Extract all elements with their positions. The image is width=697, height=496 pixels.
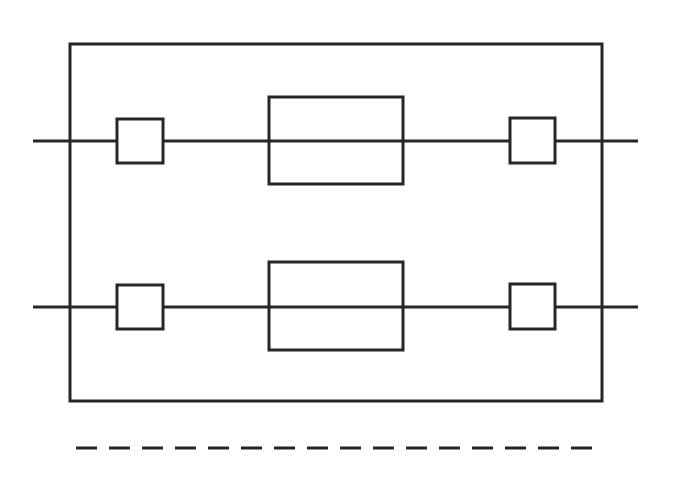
top-left-terminal-square — [115, 117, 165, 165]
top-right-terminal-square — [508, 116, 557, 165]
bottom-right-terminal-square — [508, 282, 557, 331]
bottom-center-block — [267, 260, 405, 352]
top-center-block — [267, 95, 405, 186]
outer-boundary-box — [68, 42, 604, 403]
bottom-left-terminal-square — [115, 283, 165, 331]
